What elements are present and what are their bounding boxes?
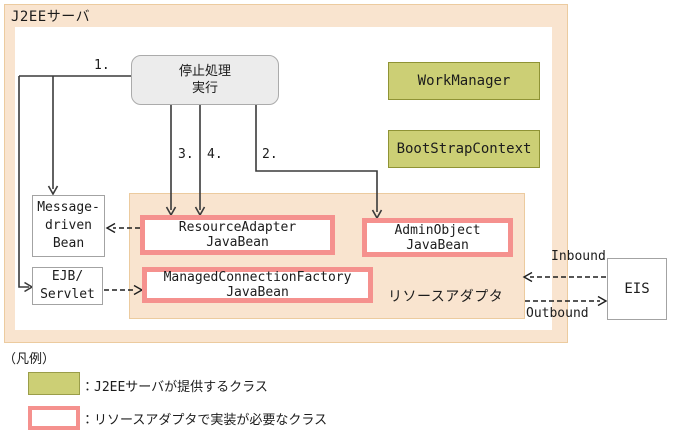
ra-bean-line2: JavaBean [206,235,269,250]
inbound-label: Inbound [551,249,606,264]
arrowhead-right-outbound [597,295,608,307]
adminobject-javabean-box: AdminObject JavaBean [362,218,513,257]
stop-process-box: 停止処理 実行 [131,55,279,105]
mdb-line3: Bean [52,236,85,251]
resource-adapter-javabean-box: ResourceAdapter JavaBean [140,215,335,255]
message-driven-bean-box: Message- driven Bean [32,195,105,257]
workmanager-label: WorkManager [417,73,511,89]
mdb-line2: driven [45,218,92,233]
stop-process-line1: 停止処理 [178,64,231,79]
ra-bean-line1: ResourceAdapter [178,220,297,235]
mcf-bean-line1: ManagedConnectionFactory [163,270,352,285]
outbound-label: Outbound [526,306,589,321]
legend-swatch-provided-class [28,372,80,395]
ejb-line2: Servlet [40,287,95,302]
mdb-line1: Message- [37,200,100,215]
step-label-4: 4. [207,147,223,162]
legend-label-required-class: ：リソースアダプタで実装が必要なクラス [81,413,328,428]
ejb-servlet-box: EJB/ Servlet [32,267,103,305]
legend-swatch-required-class [28,406,80,430]
managedconnectionfactory-javabean-box: ManagedConnectionFactory JavaBean [142,267,373,303]
ejb-line1: EJB/ [51,269,84,284]
step-label-3: 3. [178,147,194,162]
resource-adapter-label: リソースアダプタ [388,289,504,305]
mcf-bean-line2: JavaBean [226,285,289,300]
j2ee-server-title: J2EEサーバ [11,9,91,25]
legend-title: （凡例） [3,352,56,367]
bootstrapcontext-label: BootStrapContext [396,141,532,157]
eis-box: EIS [607,258,667,320]
stop-process-line2: 実行 [191,81,218,96]
step-label-1: 1. [94,58,110,73]
admin-bean-line1: AdminObject [394,222,481,238]
admin-bean-line2: JavaBean [406,237,469,253]
workmanager-box: WorkManager [388,62,540,100]
legend-label-provided-class: ：J2EEサーバが提供するクラス [81,380,268,395]
eis-label: EIS [624,281,650,297]
bootstrapcontext-box: BootStrapContext [388,130,540,168]
step-label-2: 2. [262,147,278,162]
